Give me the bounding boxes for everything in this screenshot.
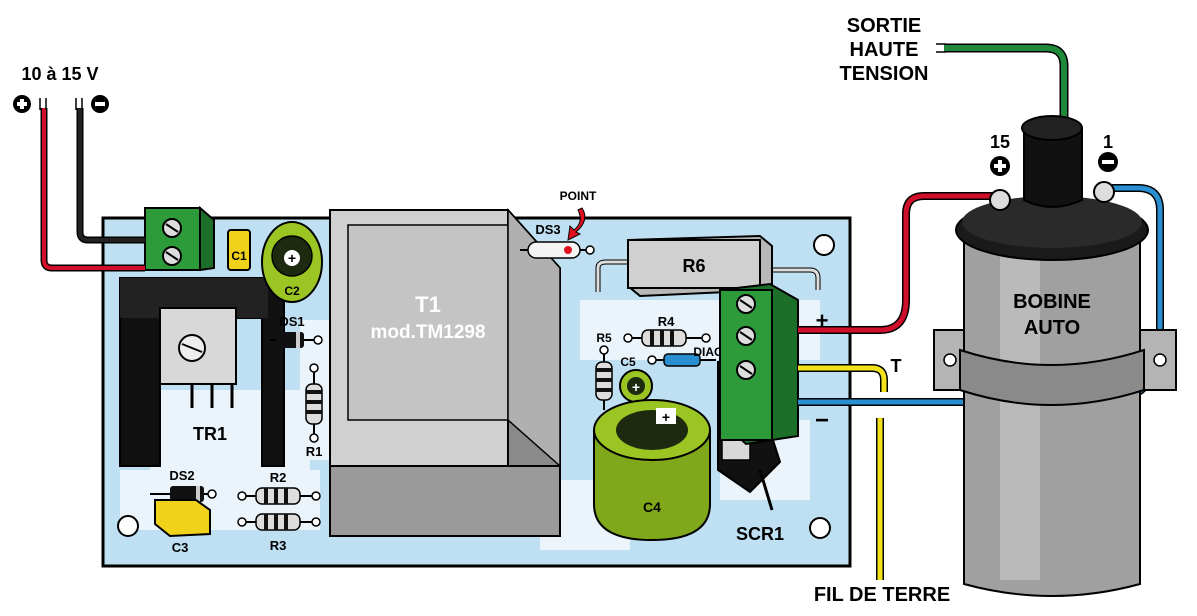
output-terminal-block: [719, 282, 799, 446]
capacitor-c3: C3: [154, 499, 211, 555]
resistor-r6: R6: [595, 234, 821, 298]
c5-plus: +: [632, 379, 640, 395]
resistor-r3: R3: [237, 513, 321, 553]
t1-label: T1: [415, 292, 441, 317]
ds2-label: DS2: [169, 468, 194, 483]
coil-label-line1: BOBINE: [1013, 291, 1091, 313]
point-marker: POINT: [560, 189, 597, 241]
tr1-label: TR1: [193, 424, 227, 444]
coil-terminal-15-label: 15: [990, 132, 1010, 152]
output-label-line3: TENSION: [840, 63, 929, 85]
output-label-line2: HAUTE: [850, 39, 919, 61]
ignition-coil: BOBINE AUTO 15 1: [933, 115, 1177, 597]
diode-ds3: DS3: [520, 222, 595, 259]
c4-label: C4: [643, 499, 661, 515]
scr1-label: SCR1: [736, 524, 784, 544]
resistor-r4: R4: [623, 314, 711, 347]
terminal-minus-label: −: [815, 407, 829, 434]
resistor-r1: R1: [305, 363, 323, 459]
coil-label-line2: AUTO: [1024, 317, 1080, 339]
resistor-r5: R5: [595, 331, 613, 410]
diac: DIAC: [647, 345, 723, 367]
c1-label: C1: [231, 249, 247, 263]
input-wires: [39, 98, 145, 272]
coil-terminal-1-label: 1: [1103, 132, 1113, 152]
c4-plus: +: [662, 409, 670, 425]
c2-label: C2: [284, 284, 300, 298]
diac-label: DIAC: [693, 345, 723, 359]
supply-voltage-label: 10 à 15 V: [21, 64, 98, 84]
c2-plus: +: [288, 250, 296, 266]
transformer-t1: T1 mod.TM1298: [329, 208, 561, 537]
input-terminal-block: [144, 205, 215, 272]
r4-label: R4: [658, 314, 675, 329]
capacitor-c1: C1: [227, 229, 251, 271]
ground-wire-label: FIL DE TERRE: [814, 584, 950, 606]
terminal-plus-label: +: [816, 308, 829, 333]
output-label-line1: SORTIE: [847, 15, 921, 37]
output-label: SORTIE HAUTE TENSION: [840, 15, 929, 85]
mounting-holes: [117, 234, 835, 539]
ds1-label: DS1: [279, 314, 304, 329]
ds3-label: DS3: [535, 222, 560, 237]
t1-model-label: mod.TM1298: [370, 322, 485, 343]
terminal-t-label: T: [891, 356, 902, 376]
c3-label: C3: [172, 540, 189, 555]
r3-label: R3: [270, 538, 287, 553]
point-label: POINT: [560, 189, 597, 203]
r2-label: R2: [270, 470, 287, 485]
supply-labels: 10 à 15 V: [13, 64, 109, 113]
capacitor-c2: + C2: [261, 221, 323, 303]
c5-label: C5: [620, 355, 636, 369]
output-terminal-labels: + T −: [815, 308, 902, 434]
diode-ds1: DS1: [270, 314, 323, 348]
r6-label: R6: [682, 256, 705, 276]
r5-label: R5: [596, 331, 612, 345]
diode-ds2: DS2: [150, 468, 217, 502]
resistor-r2: R2: [237, 470, 321, 505]
r1-label: R1: [306, 444, 323, 459]
capacitor-c4: + C4: [593, 399, 711, 542]
